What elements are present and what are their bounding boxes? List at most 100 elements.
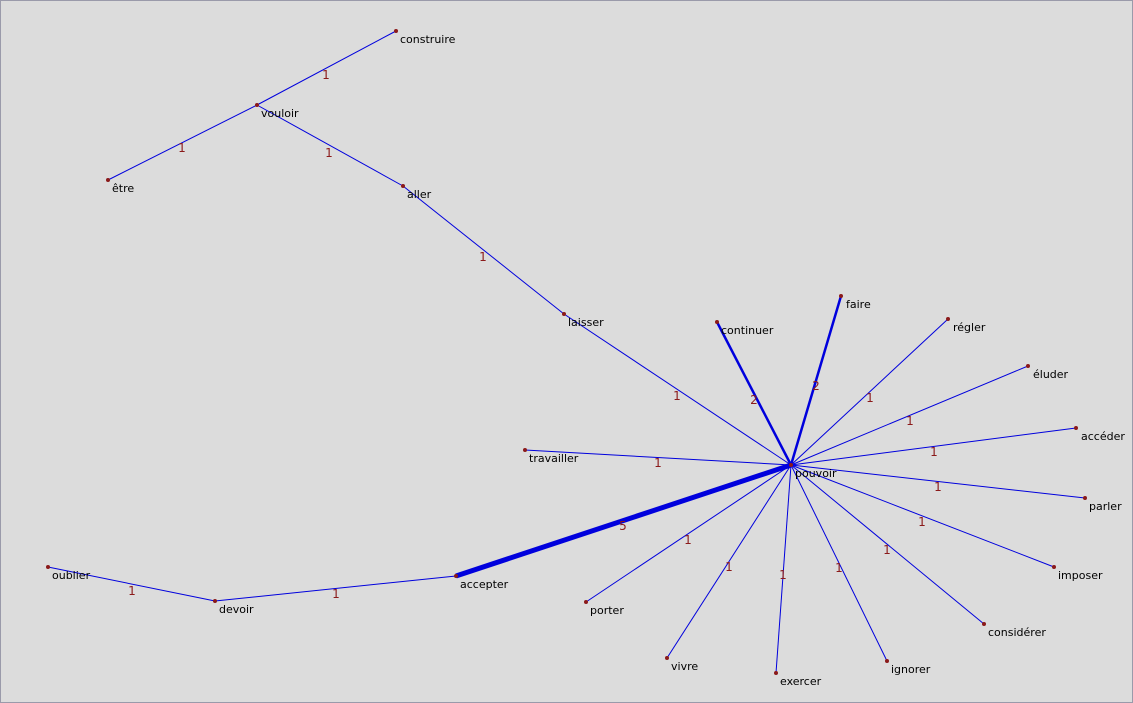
node-label: continuer: [721, 324, 774, 337]
node-dot[interactable]: [1074, 426, 1078, 430]
node-regler[interactable]: régler: [946, 317, 986, 334]
edge-weight-label: 1: [178, 141, 186, 155]
node-travailler[interactable]: travailler: [523, 448, 579, 465]
node-label: parler: [1089, 500, 1122, 513]
edge-continuer-pouvoir: [715, 321, 793, 466]
node-dot[interactable]: [885, 659, 889, 663]
edge-weight-label: 1: [128, 584, 136, 598]
edge-aller-laisser: [402, 185, 565, 315]
edge-weight-label: 1: [725, 560, 733, 574]
node-dot[interactable]: [454, 574, 458, 578]
node-dot[interactable]: [982, 622, 986, 626]
edge-weight-label: 1: [883, 543, 891, 557]
node-label: oublier: [52, 569, 91, 582]
node-dot[interactable]: [523, 448, 527, 452]
node-considerer[interactable]: considérer: [982, 622, 1046, 639]
edge-etre-vouloir: [107, 104, 258, 181]
node-label: faire: [846, 298, 871, 311]
node-label: porter: [590, 604, 624, 617]
node-ignorer[interactable]: ignorer: [885, 659, 931, 676]
edge-weight-label: 1: [684, 533, 692, 547]
edge-vivre-pouvoir: [666, 464, 792, 659]
node-dot[interactable]: [1083, 496, 1087, 500]
edge-weight-label: 1: [934, 480, 942, 494]
node-dot[interactable]: [715, 320, 719, 324]
node-construire[interactable]: construire: [394, 29, 456, 46]
edge-vouloir-aller: [256, 104, 404, 187]
edge-weight-label: 2: [812, 379, 820, 393]
node-imposer[interactable]: imposer: [1052, 565, 1103, 582]
node-label: laisser: [568, 316, 604, 329]
edge-weight-label: 1: [479, 250, 487, 264]
edge-parler-pouvoir: [790, 464, 1086, 499]
node-vivre[interactable]: vivre: [665, 656, 698, 673]
edge-oublier-devoir: [47, 566, 216, 602]
node-dot[interactable]: [401, 184, 405, 188]
node-faire[interactable]: faire: [839, 294, 871, 311]
node-eluder[interactable]: éluder: [1026, 364, 1069, 381]
edge-weight-label: 1: [673, 389, 681, 403]
node-label: construire: [400, 33, 456, 46]
node-continuer[interactable]: continuer: [715, 320, 774, 337]
edge-weight-label: 1: [332, 587, 340, 601]
edge-weight-label: 1: [654, 456, 662, 470]
node-parler[interactable]: parler: [1083, 496, 1122, 513]
edge-ignorer-pouvoir: [790, 464, 888, 662]
edge-devoir-accepter: [214, 575, 457, 602]
edge-travailler-pouvoir: [524, 449, 792, 466]
node-porter[interactable]: porter: [584, 600, 624, 617]
node-dot[interactable]: [946, 317, 950, 321]
edge-exercer-pouvoir: [775, 464, 792, 674]
node-dot[interactable]: [1026, 364, 1030, 368]
node-label: être: [112, 182, 134, 195]
node-label: exercer: [780, 675, 822, 688]
node-dot[interactable]: [562, 312, 566, 316]
edge-weight-label: 1: [866, 391, 874, 405]
node-pouvoir[interactable]: pouvoir: [789, 463, 837, 480]
node-accepter[interactable]: accepter: [454, 574, 509, 591]
edge-eluder-pouvoir: [790, 365, 1029, 466]
node-label: aller: [407, 188, 432, 201]
node-label: pouvoir: [795, 467, 837, 480]
node-dot[interactable]: [1052, 565, 1056, 569]
node-dot[interactable]: [839, 294, 843, 298]
node-label: vivre: [671, 660, 698, 673]
edge-weight-label: 5: [619, 519, 627, 533]
edge-accepter-pouvoir: [455, 462, 792, 579]
node-laisser[interactable]: laisser: [562, 312, 604, 329]
node-dot[interactable]: [584, 600, 588, 604]
edge-weight-label: 1: [930, 445, 938, 459]
node-dot[interactable]: [789, 463, 793, 467]
node-acceder[interactable]: accéder: [1074, 426, 1125, 443]
node-vouloir[interactable]: vouloir: [255, 103, 299, 120]
node-dot[interactable]: [394, 29, 398, 33]
edge-weight-label: 1: [779, 568, 787, 582]
edge-laisser-pouvoir: [563, 313, 792, 466]
edge-considerer-pouvoir: [790, 464, 985, 625]
edge-imposer-pouvoir: [790, 464, 1055, 568]
node-dot[interactable]: [213, 599, 217, 603]
node-dot[interactable]: [106, 178, 110, 182]
node-label: imposer: [1058, 569, 1103, 582]
edge-acceder-pouvoir: [790, 427, 1077, 466]
node-aller[interactable]: aller: [401, 184, 432, 201]
edge-weight-label: 1: [906, 414, 914, 428]
edges-layer: [47, 30, 1086, 674]
node-dot[interactable]: [665, 656, 669, 660]
node-dot[interactable]: [46, 565, 50, 569]
node-exercer[interactable]: exercer: [774, 671, 822, 688]
node-devoir[interactable]: devoir: [213, 599, 254, 616]
node-dot[interactable]: [774, 671, 778, 675]
node-label: régler: [953, 321, 986, 334]
node-oublier[interactable]: oublier: [46, 565, 91, 582]
node-dot[interactable]: [255, 103, 259, 107]
node-label: accéder: [1081, 430, 1125, 443]
node-label: éluder: [1033, 368, 1069, 381]
edge-weight-label: 1: [918, 515, 926, 529]
node-label: accepter: [460, 578, 509, 591]
node-etre[interactable]: être: [106, 178, 134, 195]
node-label: travailler: [529, 452, 579, 465]
edge-weight-label: 2: [750, 393, 758, 407]
